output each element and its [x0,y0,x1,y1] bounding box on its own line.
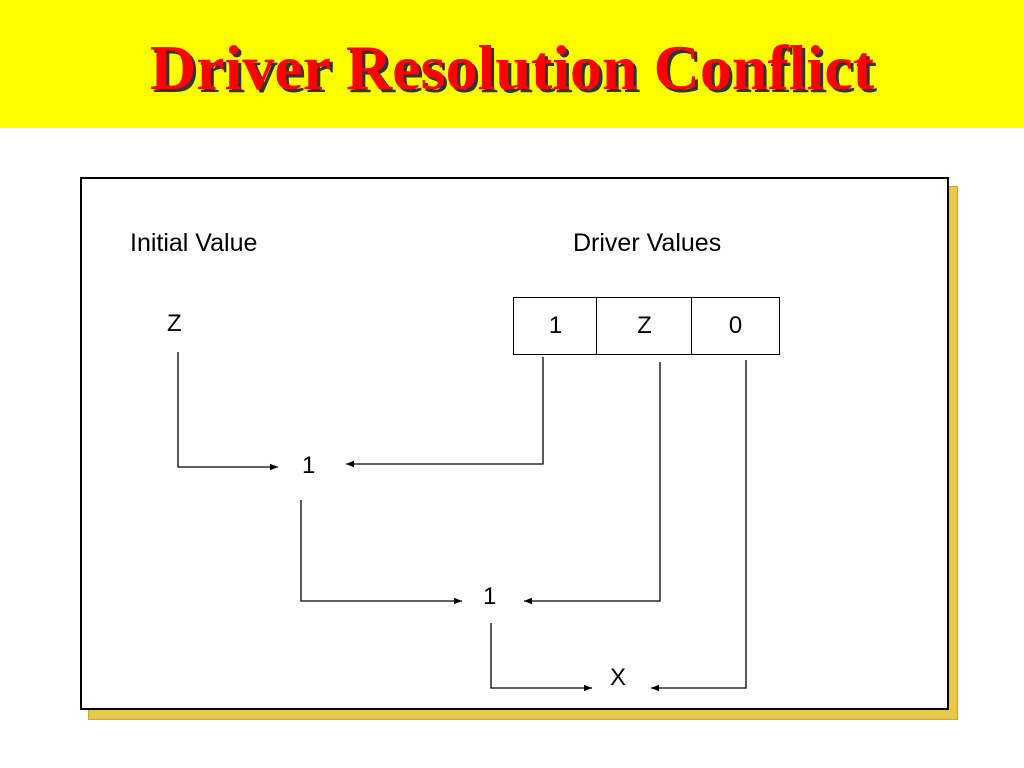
initial-value-label: Initial Value [130,229,258,257]
intermediate-value-1: 1 [302,452,316,479]
driver-values-label: Driver Values [573,229,722,257]
connector-step2-to-result [490,623,592,692]
connector-driver1-to-step1 [346,357,544,468]
connector-step1-to-step2 [300,500,462,605]
initial-value: Z [167,310,182,337]
driver-value-cell: 1 [513,297,598,355]
connector-initial-to-step1 [177,352,278,471]
intermediate-value-2: 1 [483,583,497,610]
diagram-frame [80,177,949,710]
slide-title: Driver Resolution Conflict [149,32,875,103]
driver-value-cell: Z [596,297,693,355]
connector-driverZ-to-step2 [524,362,661,605]
connector-driver0-to-result [651,360,747,692]
result-value: X [610,664,627,691]
title-bar: Driver Resolution Conflict [0,0,1024,128]
driver-value-cell: 0 [691,297,780,355]
